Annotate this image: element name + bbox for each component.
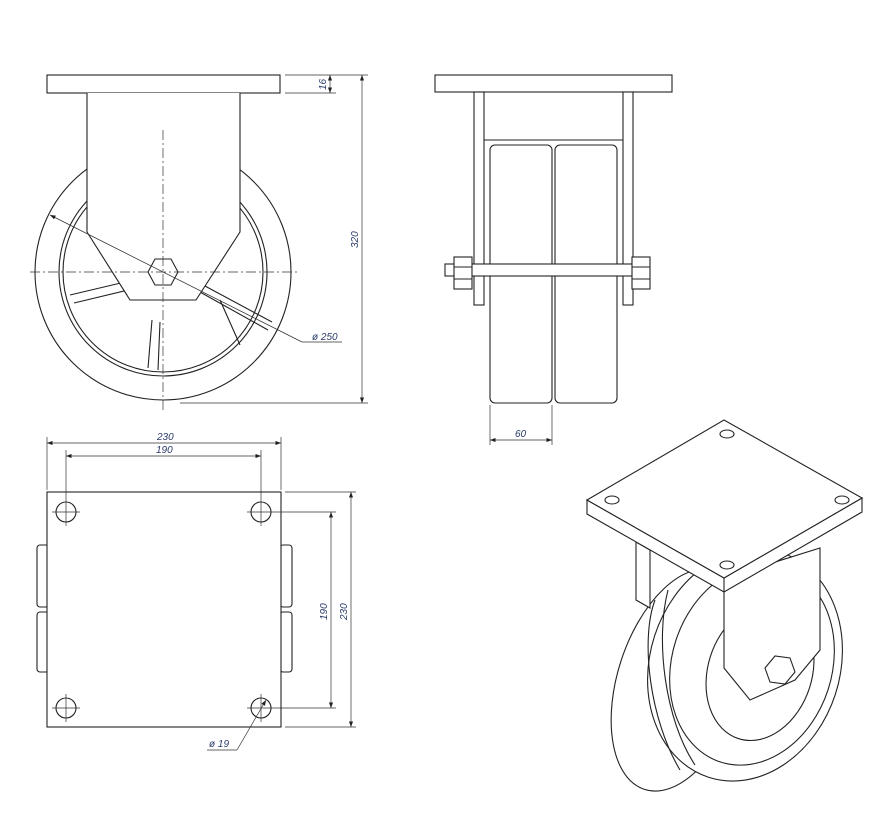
plate-length-label: 230 — [339, 603, 350, 621]
mounting-plate — [46, 491, 282, 728]
side-view: 60 — [434, 74, 673, 445]
hole-spacing-y-label: 190 — [319, 603, 330, 620]
isometric-view — [585, 419, 864, 792]
plate-width-label: 230 — [156, 432, 174, 443]
hole-diameter-label: ø 19 — [209, 739, 229, 750]
nut-right-icon — [631, 256, 651, 290]
top-plate — [46, 74, 281, 94]
wheel-diameter-label: ø 250 — [312, 332, 338, 343]
overall-height-label: 320 — [350, 231, 361, 248]
nut-left-icon — [453, 256, 473, 290]
mounting-holes — [52, 498, 275, 722]
plate-thickness-label: 16 — [318, 78, 329, 90]
iso-nut-icon — [764, 655, 796, 685]
plan-view: 230 190 190 230 ø 19 — [36, 432, 356, 751]
iso-top-plate — [585, 419, 864, 579]
wheel-width-label: 60 — [515, 429, 527, 440]
top-plate-side — [434, 74, 673, 93]
hole-spacing-x-label: 190 — [156, 445, 173, 456]
front-view: ø 250 16 320 — [30, 74, 368, 410]
iso-fork — [723, 547, 821, 701]
